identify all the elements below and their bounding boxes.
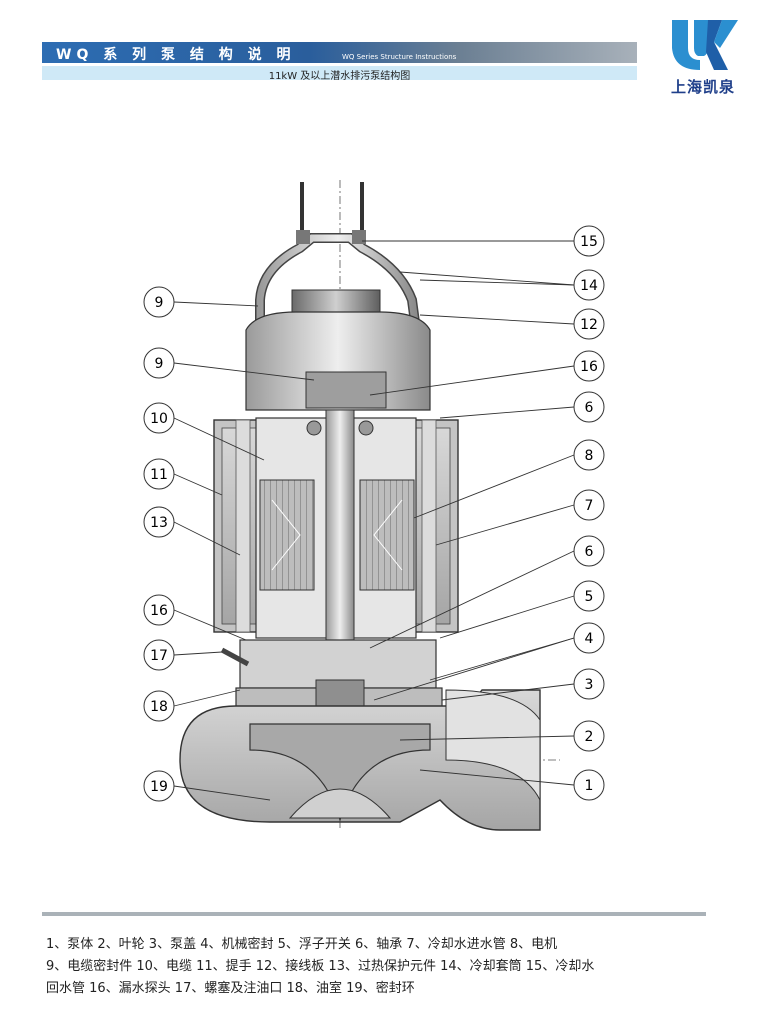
callout-16-left: 16 [143, 594, 175, 626]
stator-left [259, 479, 315, 591]
legend-line-2: 9、电缆密封件 10、电缆 11、提手 12、接线板 13、过热保护元件 14、… [46, 959, 595, 974]
callout-7: 7 [573, 489, 605, 521]
callout-6-bottom: 6 [573, 535, 605, 567]
callout-18: 18 [143, 690, 175, 722]
legend-line-1: 1、泵体 2、叶轮 3、泵盖 4、机械密封 5、浮子开关 6、轴承 7、冷却水进… [46, 937, 558, 952]
svg-text:7: 7 [585, 498, 594, 514]
svg-text:19: 19 [150, 779, 168, 795]
callout-9-left: 9 [143, 286, 175, 318]
brand-logo-icon [672, 20, 738, 70]
top-cap [291, 289, 381, 313]
svg-text:6: 6 [585, 544, 594, 560]
callout-9-right: 12 [573, 308, 605, 340]
callout-13: 10 [143, 402, 175, 434]
cable-seal-right [352, 230, 366, 244]
header-title: WQ 系 列 泵 结 构 说 明 [56, 47, 296, 63]
svg-text:18: 18 [150, 699, 168, 715]
callout-17: 17 [143, 639, 175, 671]
oil-plug [220, 647, 250, 667]
impeller [249, 723, 431, 823]
callout-11: 15 [573, 225, 605, 257]
upper-bearing [306, 420, 322, 436]
callout-3: 3 [573, 668, 605, 700]
brand-logo: 上海凯泉 [664, 18, 742, 98]
callout-12: 9 [143, 347, 175, 379]
parts-legend: 1、泵体 2、叶轮 3、泵盖 4、机械密封 5、浮子开关 6、轴承 7、冷却水进… [46, 934, 706, 1000]
pump-structure-diagram: 15 14 12 16 6 8 7 6 5 4 3 2 1 9 9 10 11 … [143, 180, 605, 831]
svg-text:2: 2 [585, 729, 594, 745]
callout-14: 11 [143, 458, 175, 490]
terminal-board [305, 371, 387, 409]
svg-text:8: 8 [585, 448, 594, 464]
callout-bubbles: 15 14 12 16 6 8 7 6 5 4 3 2 1 9 9 10 11 … [143, 225, 605, 802]
svg-text:16: 16 [580, 359, 598, 375]
svg-text:14: 14 [580, 278, 598, 294]
brand-logo-text: 上海凯泉 [670, 78, 735, 96]
callout-5: 5 [573, 580, 605, 612]
svg-text:17: 17 [150, 648, 168, 664]
svg-text:16: 16 [150, 603, 168, 619]
svg-text:5: 5 [585, 589, 594, 605]
return-pipe [235, 419, 251, 633]
callout-15: 13 [143, 506, 175, 538]
svg-text:13: 13 [150, 515, 168, 531]
svg-text:15: 15 [580, 234, 598, 250]
svg-text:3: 3 [585, 677, 594, 693]
cable [300, 182, 364, 235]
header-subtitle-en: WQ Series Structure Instructions [342, 53, 457, 61]
diagram-subtitle: 11kW 及以上潜水排污泵结构图 [268, 71, 411, 82]
svg-text:11: 11 [150, 467, 168, 483]
legend-line-3: 回水管 16、漏水探头 17、螺塞及注油口 18、油室 19、密封环 [46, 981, 415, 996]
cable-seal-left [296, 230, 310, 244]
callout-16-right: 16 [573, 350, 605, 382]
callout-1: 1 [573, 769, 605, 801]
svg-text:4: 4 [585, 631, 594, 647]
svg-text:6: 6 [585, 400, 594, 416]
svg-text:1: 1 [585, 778, 594, 794]
callout-2: 2 [573, 720, 605, 752]
callout-10: 14 [573, 269, 605, 301]
legend-divider [42, 912, 706, 916]
impeller-eye [288, 788, 392, 819]
svg-text:9: 9 [155, 295, 164, 311]
svg-text:10: 10 [150, 411, 168, 427]
leader-lines [173, 240, 575, 801]
discharge-outlet [445, 689, 541, 801]
inlet-pipe [421, 419, 437, 633]
callout-19: 19 [143, 770, 175, 802]
subtitle-bar: 11kW 及以上潜水排污泵结构图 [42, 66, 637, 82]
header-bar: WQ 系 列 泵 结 构 说 明 WQ Series Structure Ins… [42, 42, 637, 63]
callout-4: 4 [573, 622, 605, 654]
svg-text:9: 9 [155, 356, 164, 372]
callout-6-top: 6 [573, 391, 605, 423]
callout-8: 8 [573, 439, 605, 471]
svg-text:12: 12 [580, 317, 598, 333]
stator-right [359, 479, 415, 591]
